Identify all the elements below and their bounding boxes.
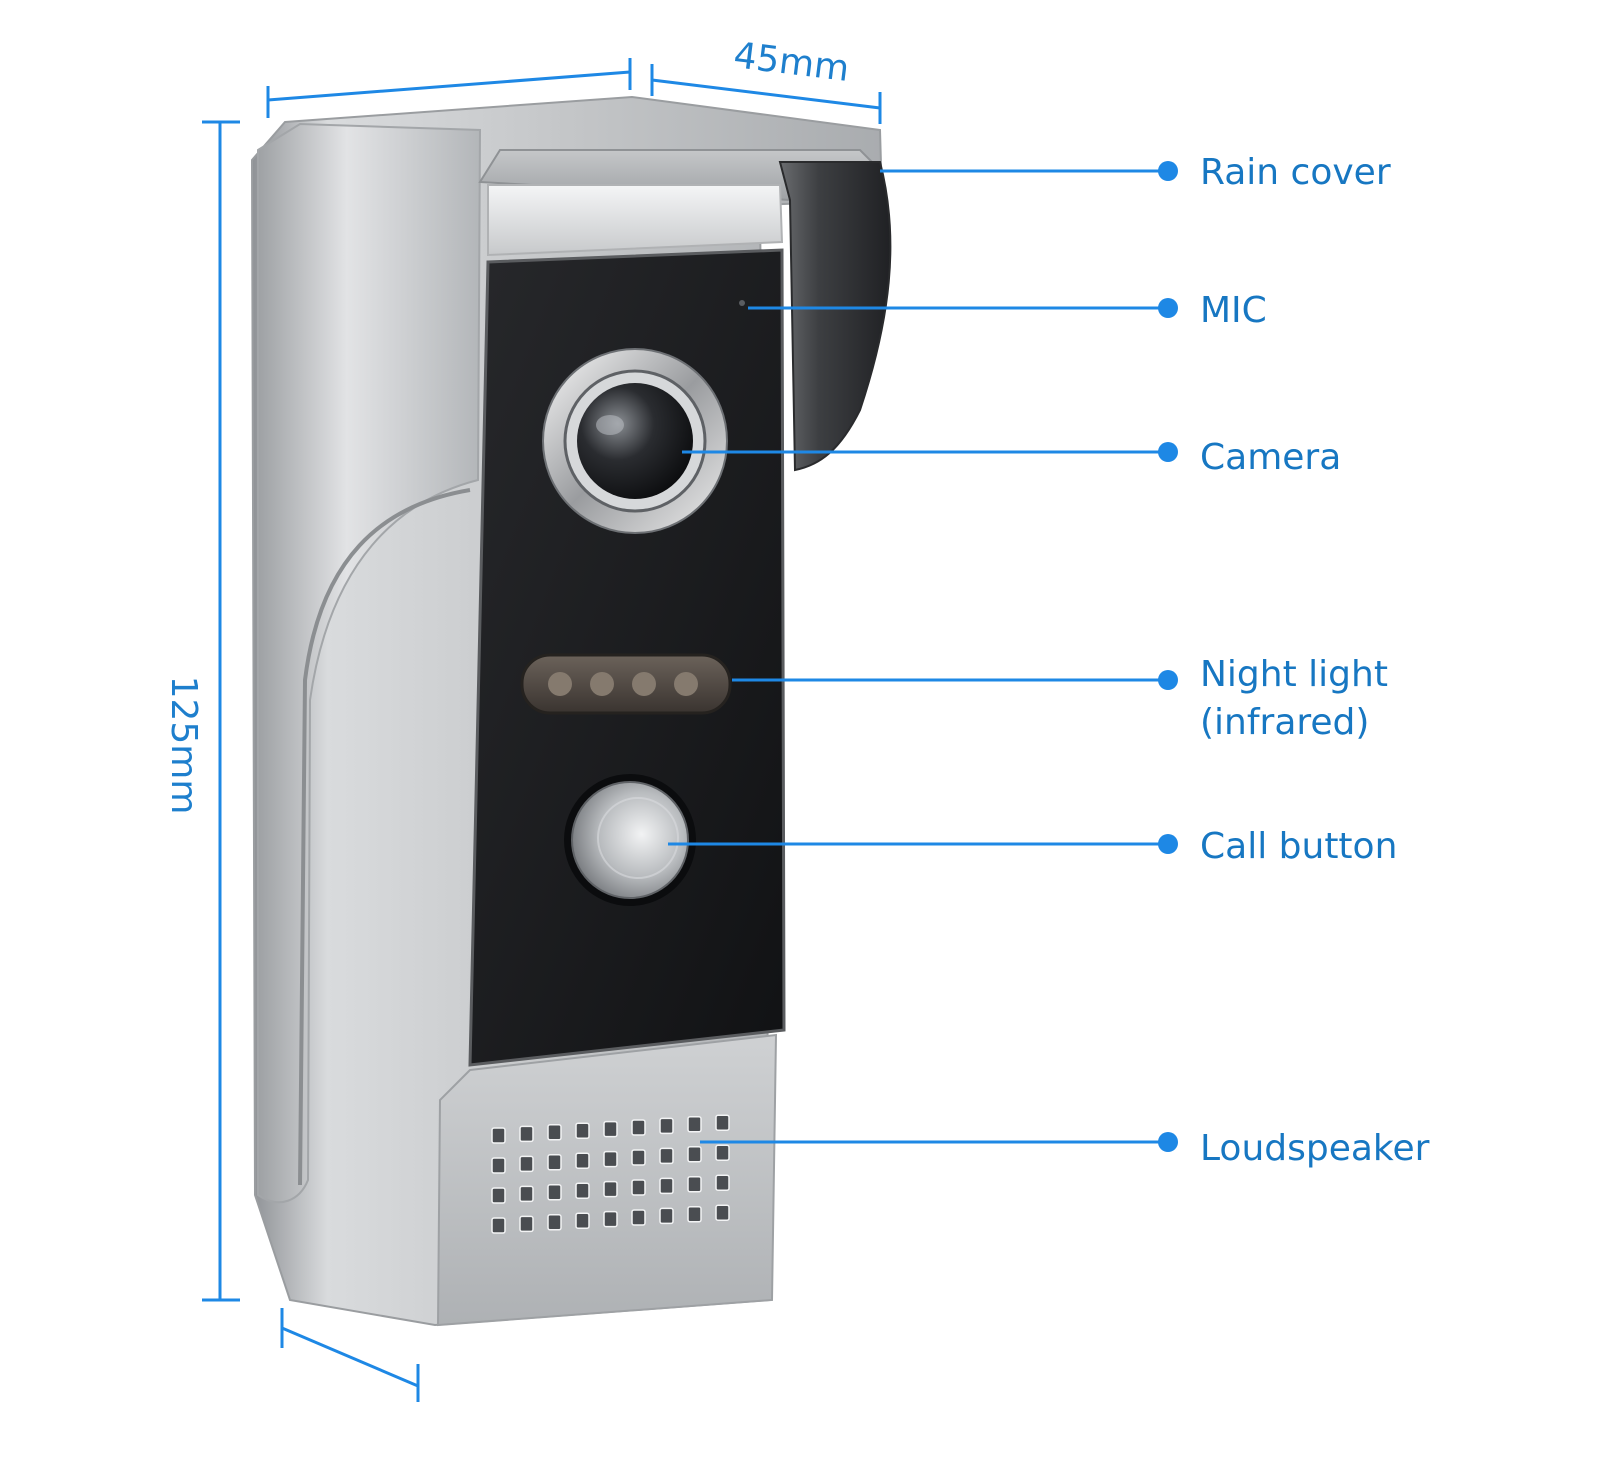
speaker-hole <box>603 1210 618 1228</box>
speaker-hole <box>575 1182 590 1199</box>
callout-dot <box>1158 670 1178 690</box>
speaker-hole <box>603 1120 618 1138</box>
callout-dot <box>1158 834 1178 854</box>
dimension-lines <box>202 58 882 1402</box>
callout-dot <box>1158 1132 1178 1152</box>
camera-lens <box>542 348 728 534</box>
speaker-hole <box>687 1146 702 1163</box>
speaker-hole <box>631 1209 646 1226</box>
speaker-hole <box>491 1187 506 1204</box>
doorbell-device <box>250 95 892 1327</box>
speaker-hole <box>631 1119 646 1136</box>
speaker-hole <box>603 1180 618 1198</box>
callout-label-camera: Camera <box>1200 437 1341 478</box>
callout-mic: MIC <box>748 290 1267 331</box>
speaker-hole <box>715 1114 730 1131</box>
callout-label-loudspeaker: Loudspeaker <box>1200 1128 1430 1169</box>
callout-label-night-light: Night light <box>1200 654 1388 695</box>
speaker-hole <box>547 1124 562 1141</box>
speaker-hole <box>519 1185 534 1203</box>
speaker-hole <box>631 1179 646 1196</box>
callout-dot <box>1158 442 1178 462</box>
callout-call-button: Call button <box>668 826 1397 867</box>
callout-label-night-light-sub: (infrared) <box>1200 702 1369 743</box>
speaker-hole <box>687 1116 702 1133</box>
speaker-hole <box>687 1176 702 1193</box>
speaker-hole <box>687 1206 702 1223</box>
night-light-strip <box>520 653 732 715</box>
callout-dot <box>1158 298 1178 318</box>
speaker-hole <box>575 1152 590 1169</box>
callout-night-light: Night light (infrared) <box>732 654 1388 743</box>
speaker-hole <box>519 1155 534 1173</box>
depth-label: 45mm <box>731 35 851 90</box>
rain-cover-hood <box>778 161 892 472</box>
callout-camera: Camera <box>682 437 1341 478</box>
speaker-hole <box>715 1144 730 1161</box>
callout-loudspeaker: Loudspeaker <box>700 1128 1430 1169</box>
speaker-hole <box>519 1125 534 1143</box>
speaker-grille <box>491 1114 730 1234</box>
call-button-device <box>564 774 696 906</box>
callout-label-mic: MIC <box>1200 290 1267 331</box>
speaker-hole <box>631 1149 646 1166</box>
speaker-hole <box>491 1217 506 1234</box>
speaker-hole <box>519 1215 534 1233</box>
speaker-hole <box>659 1117 674 1135</box>
callout-dot <box>1158 161 1178 181</box>
speaker-hole <box>659 1147 674 1165</box>
speaker-hole <box>715 1204 730 1221</box>
speaker-hole <box>603 1150 618 1168</box>
callout-label-call-button: Call button <box>1200 826 1397 867</box>
speaker-hole <box>575 1212 590 1229</box>
speaker-hole <box>659 1207 674 1225</box>
callout-rain-cover: Rain cover <box>880 152 1391 193</box>
callout-label-rain-cover: Rain cover <box>1200 152 1391 193</box>
speaker-hole <box>491 1157 506 1174</box>
side-wall <box>257 122 482 1204</box>
speaker-hole <box>659 1177 674 1195</box>
speaker-hole <box>575 1122 590 1139</box>
cover-lip <box>487 184 784 257</box>
speaker-hole <box>547 1154 562 1171</box>
mic-hole <box>739 300 745 306</box>
speaker-hole <box>547 1214 562 1231</box>
speaker-hole <box>491 1127 506 1144</box>
speaker-hole <box>547 1184 562 1201</box>
side-groove <box>298 488 471 1186</box>
speaker-hole <box>715 1174 730 1191</box>
speaker-block <box>436 1033 778 1327</box>
height-label: 125mm <box>163 676 204 815</box>
